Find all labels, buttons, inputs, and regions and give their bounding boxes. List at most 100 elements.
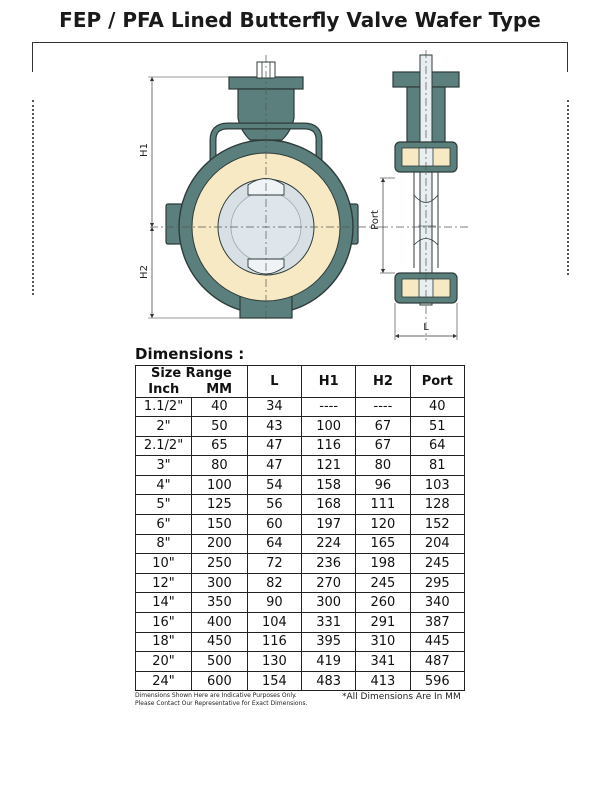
cell-port: 128 [409, 494, 466, 516]
cell-mm: 250 [191, 553, 248, 574]
valve-technical-drawing: H1 H2 Port L [139, 50, 470, 340]
cell-h2: 310 [355, 631, 411, 653]
cell-h1: 168 [301, 494, 357, 516]
cell-h1: 158 [301, 474, 357, 496]
header-mm: MM [191, 381, 248, 398]
cell-port: 245 [409, 553, 466, 574]
cell-mm: 300 [191, 572, 248, 594]
cell-l: 154 [246, 670, 303, 692]
cell-l: 60 [246, 514, 303, 535]
cell-h2: 80 [355, 455, 411, 476]
cell-inch: 8" [134, 533, 193, 555]
cell-l: 72 [246, 553, 303, 574]
frame-left-line [32, 42, 33, 72]
cell-l: 43 [246, 416, 303, 437]
cell-l: 64 [246, 533, 303, 555]
header-inch: Inch [134, 381, 192, 398]
cell-h1: 116 [301, 435, 357, 457]
cell-l: 47 [246, 435, 303, 457]
cell-h2: 120 [355, 514, 411, 535]
cell-mm: 80 [191, 455, 248, 476]
cell-inch: 3" [134, 455, 193, 476]
cell-port: 487 [409, 651, 466, 672]
cell-h1: 224 [301, 533, 357, 555]
cell-port: 596 [409, 670, 466, 692]
cell-h1: 300 [301, 592, 357, 614]
cell-inch: 20" [134, 651, 193, 672]
cell-mm: 400 [191, 612, 248, 633]
units-note: *All Dimensions Are In MM [342, 692, 461, 702]
cell-inch: 4" [134, 474, 193, 496]
cell-l: 104 [246, 612, 303, 633]
dimension-label-h2: H2 [139, 265, 150, 279]
cell-l: 56 [246, 494, 303, 516]
side-disc-profile [413, 172, 439, 268]
cell-port: 103 [409, 474, 466, 496]
cell-h2: 413 [355, 670, 411, 692]
cell-inch: 6" [134, 514, 193, 535]
disclaimer-note: Dimensions Shown Here are Indicative Pur… [135, 692, 307, 708]
cell-h2: ---- [355, 396, 411, 418]
frame-right-dotted-line [567, 100, 569, 275]
frame-right-line [567, 42, 568, 72]
header-h2: H2 [355, 365, 411, 398]
cell-h2: 165 [355, 533, 411, 555]
cell-h2: 341 [355, 651, 411, 672]
cell-l: 130 [246, 651, 303, 672]
cell-port: 64 [409, 435, 466, 457]
cell-h2: 96 [355, 474, 411, 496]
cell-port: 387 [409, 612, 466, 633]
cell-port: 204 [409, 533, 466, 555]
frame-left-dotted-line [32, 100, 34, 295]
header-size-range: Size Range [135, 365, 248, 382]
cell-inch: 2" [134, 416, 193, 437]
cell-inch: 18" [134, 631, 193, 653]
header-l: L [246, 365, 303, 398]
header-port: Port [409, 365, 466, 398]
cell-l: 54 [246, 474, 303, 496]
dimension-label-h1: H1 [139, 143, 150, 157]
cell-h1: 331 [301, 612, 357, 633]
cell-h2: 67 [355, 435, 411, 457]
cell-mm: 150 [191, 514, 248, 535]
cell-h1: 100 [301, 416, 357, 437]
cell-h1: 121 [301, 455, 357, 476]
cell-mm: 200 [191, 533, 248, 555]
cell-mm: 50 [191, 416, 248, 437]
cell-h1: 270 [301, 572, 357, 594]
cell-h2: 67 [355, 416, 411, 437]
dimension-label-l: L [423, 322, 429, 333]
cell-mm: 65 [191, 435, 248, 457]
page-title: FEP / PFA Lined Butterfly Valve Wafer Ty… [59, 8, 541, 32]
cell-port: 81 [409, 455, 466, 476]
cell-l: 82 [246, 572, 303, 594]
cell-h2: 111 [355, 494, 411, 516]
cell-port: 445 [409, 631, 466, 653]
cell-mm: 40 [191, 396, 248, 418]
cell-mm: 500 [191, 651, 248, 672]
cell-inch: 1.1/2" [134, 396, 193, 418]
cell-h2: 260 [355, 592, 411, 614]
cell-h1: 395 [301, 631, 357, 653]
valve-front-view [148, 55, 380, 322]
dimensions-heading: Dimensions : [135, 345, 245, 363]
cell-l: 47 [246, 455, 303, 476]
cell-l: 34 [246, 396, 303, 418]
cell-mm: 100 [191, 474, 248, 496]
cell-mm: 600 [191, 670, 248, 692]
